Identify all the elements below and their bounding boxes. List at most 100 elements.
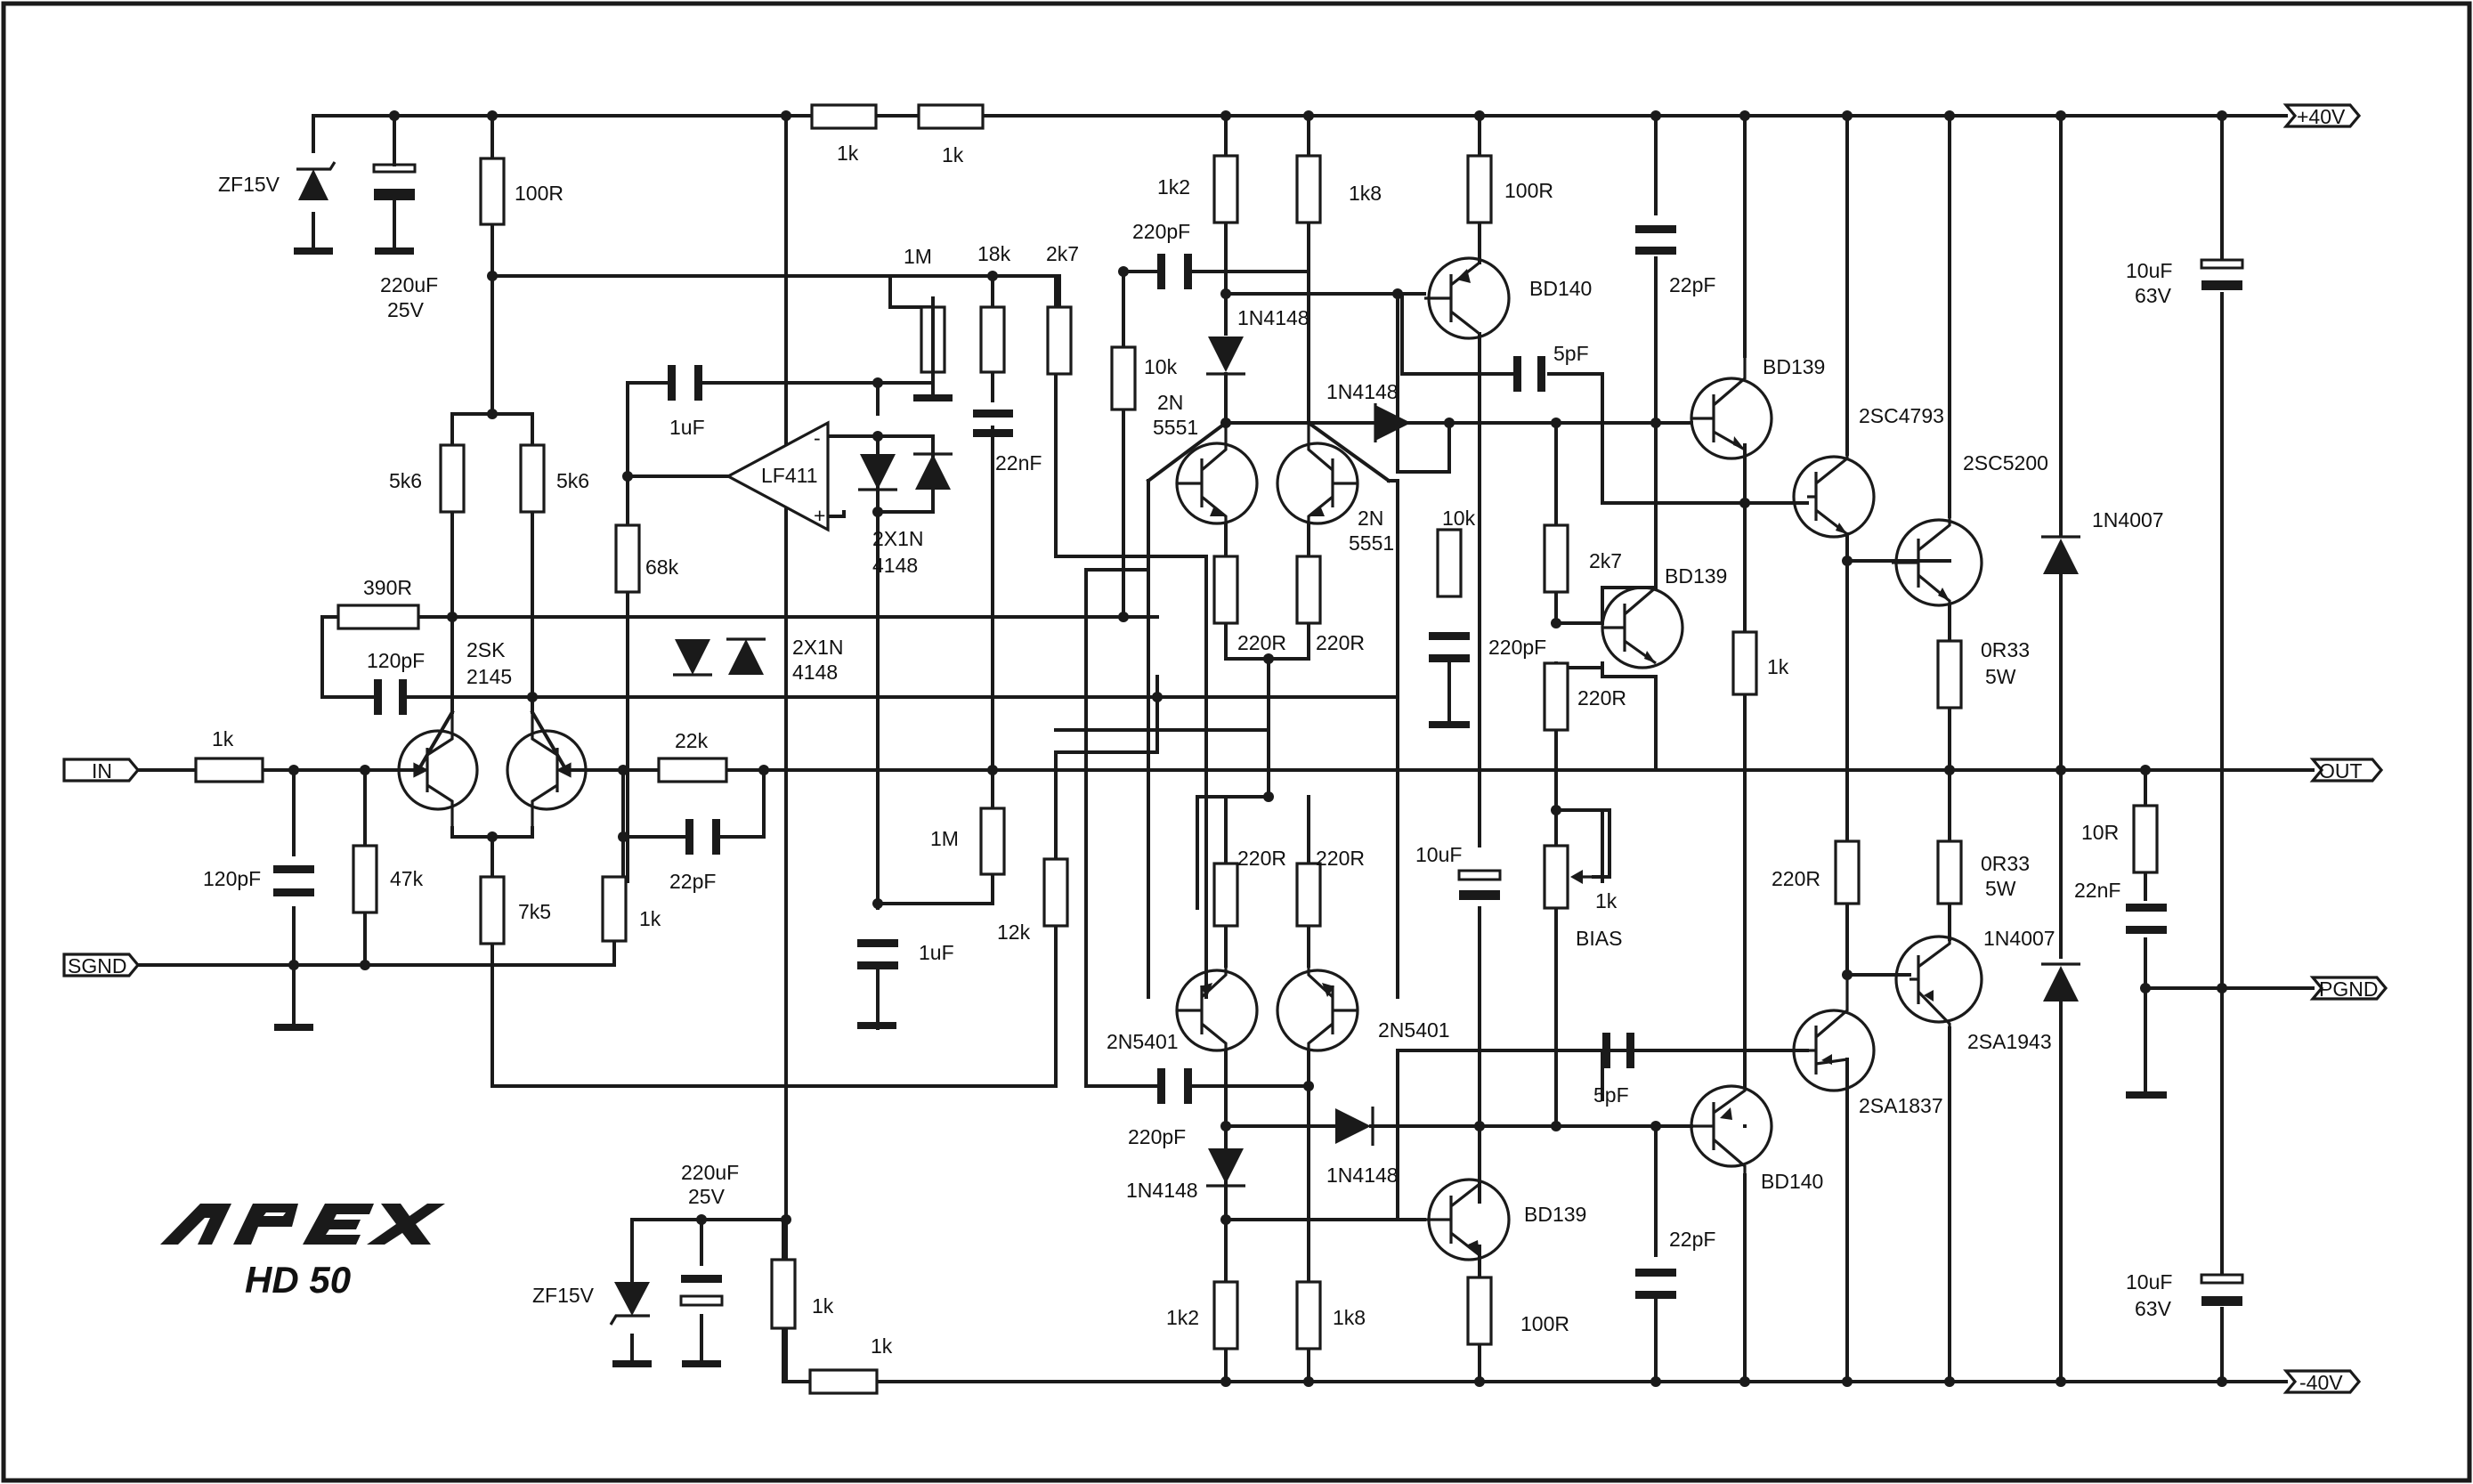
label-q-bd139-bot: BD139: [1524, 1203, 1586, 1226]
label-r1k-a: 1k: [837, 142, 859, 165]
resistor-18k: [979, 305, 1006, 374]
label-r1k-d: 1k: [871, 1334, 893, 1358]
wires: [136, 114, 2315, 1383]
port-vminus: [2282, 1369, 2362, 1394]
label-r22k: 22k: [675, 729, 709, 752]
label-r1k-b: 1k: [942, 143, 964, 166]
resistor-10r: [2132, 804, 2159, 874]
label-r0r33-a: 0R33: [1981, 638, 2030, 661]
jfet-right: [506, 729, 588, 811]
label-d-top1: 1N4148: [1237, 306, 1309, 329]
label-r100-q1: 100R: [1504, 179, 1553, 202]
label-r220-bias: 220R: [1577, 686, 1626, 710]
port-sgnd: [62, 953, 141, 977]
label-r10k-b: 10k: [1442, 507, 1476, 530]
label-bias: BIAS: [1576, 927, 1622, 950]
capacitors: [273, 163, 2244, 1307]
label-d-bot1: 1N4148: [1126, 1179, 1198, 1202]
label-jfet1: 2SK: [466, 638, 506, 661]
label-r1k2-bot: 1k2: [1166, 1306, 1199, 1329]
label-c10uf-mid: 10uF: [1415, 843, 1462, 866]
resistor-7k5: [479, 875, 506, 945]
label-r1k8-bot: 1k8: [1333, 1306, 1366, 1329]
label-c120-in: 120pF: [203, 867, 261, 890]
label-q-2sc4793: 2SC4793: [1859, 404, 1944, 427]
port-pgnd: [2309, 976, 2388, 1001]
label-c63v-bot: 63V: [2135, 1297, 2172, 1320]
label-d-bot2: 1N4148: [1326, 1164, 1399, 1187]
label-r220-drv: 220R: [1772, 867, 1820, 890]
resistor-47k: [352, 844, 378, 914]
port-in-label: IN: [92, 759, 112, 783]
resistor-1k-d: [808, 1368, 879, 1395]
label-c10uf-top: 10uF: [2126, 259, 2172, 282]
model-name: HD 50: [245, 1259, 351, 1301]
resistor-2k7-top: [1046, 305, 1073, 376]
label-q-bd139-mid: BD139: [1665, 564, 1727, 588]
label-r5k6-l: 5k6: [389, 469, 422, 492]
label-q-bd140-top: BD140: [1529, 277, 1592, 300]
label-c-top-volt: 25V: [387, 298, 425, 321]
label-zf-bot: ZF15V: [532, 1284, 595, 1307]
label-c5pf-top: 5pF: [1553, 342, 1589, 365]
resistor-220r-driver: [1834, 839, 1861, 905]
resistor-1k-b: [917, 103, 985, 130]
transistors: [397, 256, 1983, 1261]
diodes: [296, 161, 2080, 1326]
jfet-left: [397, 729, 479, 811]
apex-logo: [160, 1204, 445, 1245]
resistor-12k: [1042, 857, 1069, 928]
port-in: [62, 758, 141, 783]
label-r18k: 18k: [977, 242, 1011, 265]
label-c10uf-bot: 10uF: [2126, 1270, 2172, 1293]
label-q-2sc5200: 2SC5200: [1963, 451, 2048, 474]
label-c5pf-bot: 5pF: [1593, 1083, 1629, 1107]
label-opamp-minus: -: [814, 426, 821, 450]
label-jfet2: 2145: [466, 665, 512, 688]
label-dz-b2: 4148: [792, 661, 838, 684]
label-r1k2-top: 1k2: [1157, 175, 1190, 199]
label-r12k: 12k: [997, 920, 1031, 944]
resistor-2k7-bias: [1543, 523, 1569, 594]
resistor-1k2-top: [1212, 154, 1239, 224]
label-r5w-a: 5W: [1985, 665, 2016, 688]
resistor-220r-c: [1212, 862, 1239, 928]
label-c22pf-fb: 22pF: [669, 870, 716, 893]
label-r1k-gnd: 1k: [639, 907, 661, 930]
ground-stubs: [931, 305, 1451, 723]
label-r5k6-r: 5k6: [556, 469, 589, 492]
label-r220-a: 220R: [1237, 631, 1286, 654]
label-r220-b: 220R: [1316, 631, 1365, 654]
label-c220-bot: 220pF: [1128, 1125, 1186, 1148]
label-q2n-b: 5551: [1153, 416, 1198, 439]
label-r220-c: 220R: [1237, 847, 1286, 870]
resistor-220r-d: [1295, 862, 1322, 928]
resistor-1k8-bot: [1295, 1280, 1322, 1350]
resistor-5k6-right: [519, 443, 546, 514]
label-r7k5: 7k5: [518, 900, 551, 923]
label-d-1n4007-top: 1N4007: [2092, 508, 2164, 531]
port-vminus-label: -40V: [2299, 1371, 2343, 1394]
port-tags: [62, 103, 2388, 1394]
label-rin: 1k: [212, 727, 234, 750]
transistor-2sa1837: [1792, 1009, 1876, 1092]
label-r1m-low: 1M: [930, 827, 959, 850]
resistor-1k-a: [810, 103, 878, 130]
label-zf-top: ZF15V: [218, 173, 280, 196]
label-r100-bot: 100R: [1520, 1312, 1569, 1335]
label-q2n-d: 5551: [1349, 531, 1394, 555]
transistor-2sc4793: [1792, 455, 1876, 539]
label-q-2sa1837: 2SA1837: [1859, 1094, 1943, 1117]
label-r100-top: 100R: [515, 182, 564, 205]
label-c1uf-low: 1uF: [919, 941, 954, 964]
label-c22pf-top: 22pF: [1669, 273, 1715, 296]
label-q-bd140-bot: BD140: [1761, 1170, 1823, 1193]
port-pgnd-label: PGND: [2319, 977, 2378, 1001]
label-c220-top: 220pF: [1132, 220, 1190, 243]
junction-dots: [288, 110, 2227, 1387]
label-r0r33-b: 0R33: [1981, 852, 2030, 875]
label-opamp-plus: +: [814, 504, 825, 527]
label-q2n-c: 2N: [1358, 507, 1383, 530]
